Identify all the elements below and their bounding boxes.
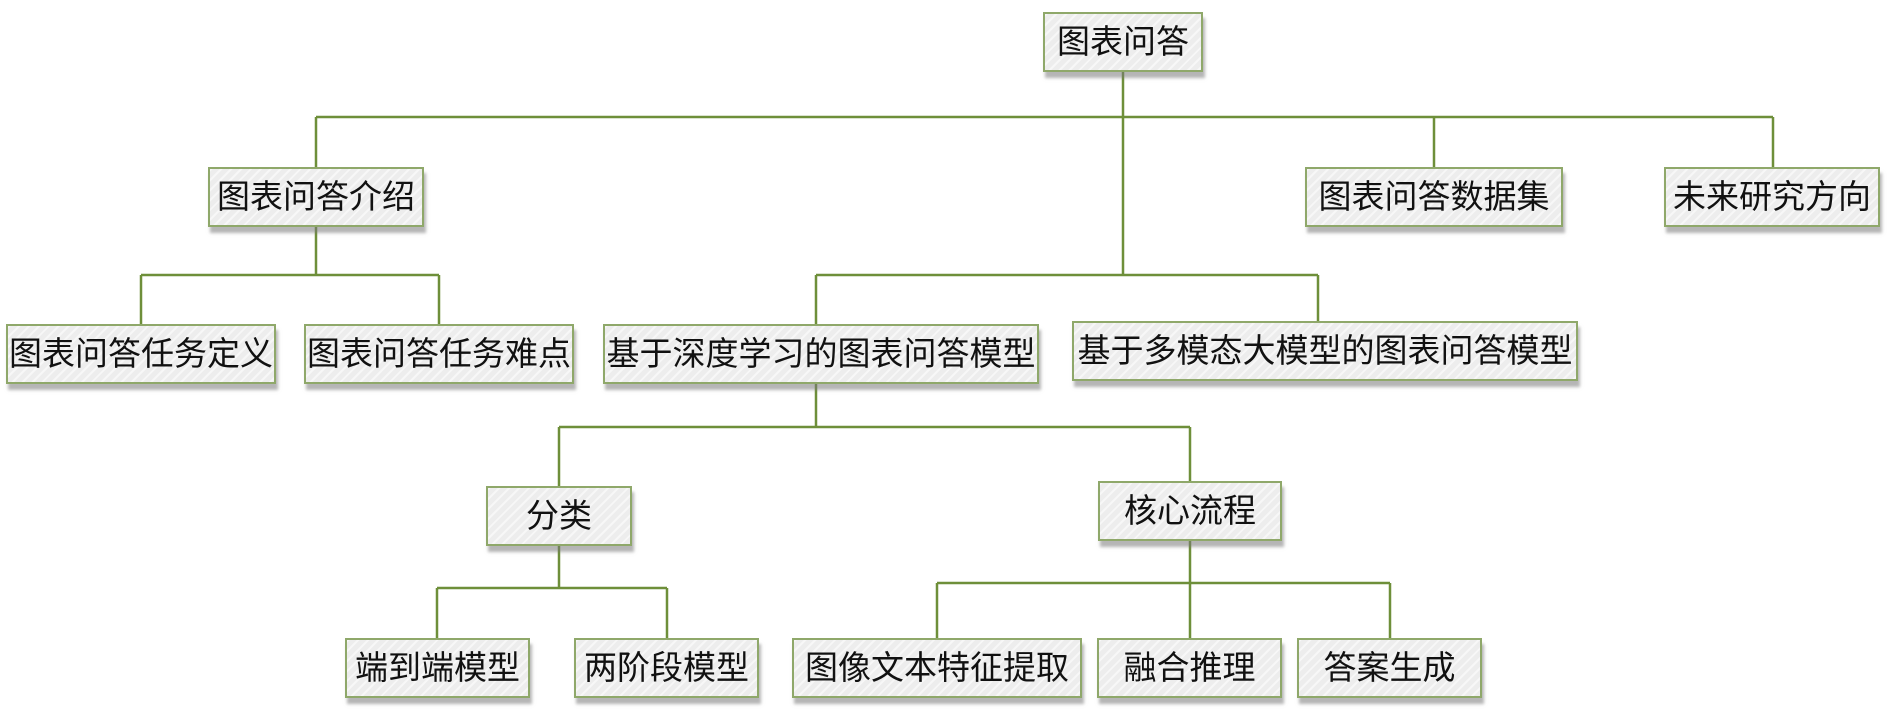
node-dataset: 图表问答数据集 <box>1305 167 1563 227</box>
node-end-to-end-model: 端到端模型 <box>345 638 530 698</box>
node-deep-learning-model: 基于深度学习的图表问答模型 <box>603 324 1039 384</box>
node-two-stage-model: 两阶段模型 <box>574 638 759 698</box>
node-multimodal-model: 基于多模态大模型的图表问答模型 <box>1072 321 1578 381</box>
node-task-definition: 图表问答任务定义 <box>6 324 276 384</box>
node-fusion-reasoning: 融合推理 <box>1097 638 1282 698</box>
node-root: 图表问答 <box>1043 12 1203 72</box>
node-task-difficulty: 图表问答任务难点 <box>304 324 574 384</box>
node-classification: 分类 <box>486 486 632 546</box>
node-future: 未来研究方向 <box>1664 167 1880 227</box>
node-intro: 图表问答介绍 <box>208 167 424 227</box>
node-answer-generation: 答案生成 <box>1297 638 1482 698</box>
node-core-process: 核心流程 <box>1098 481 1282 541</box>
node-feature-extraction: 图像文本特征提取 <box>792 638 1082 698</box>
